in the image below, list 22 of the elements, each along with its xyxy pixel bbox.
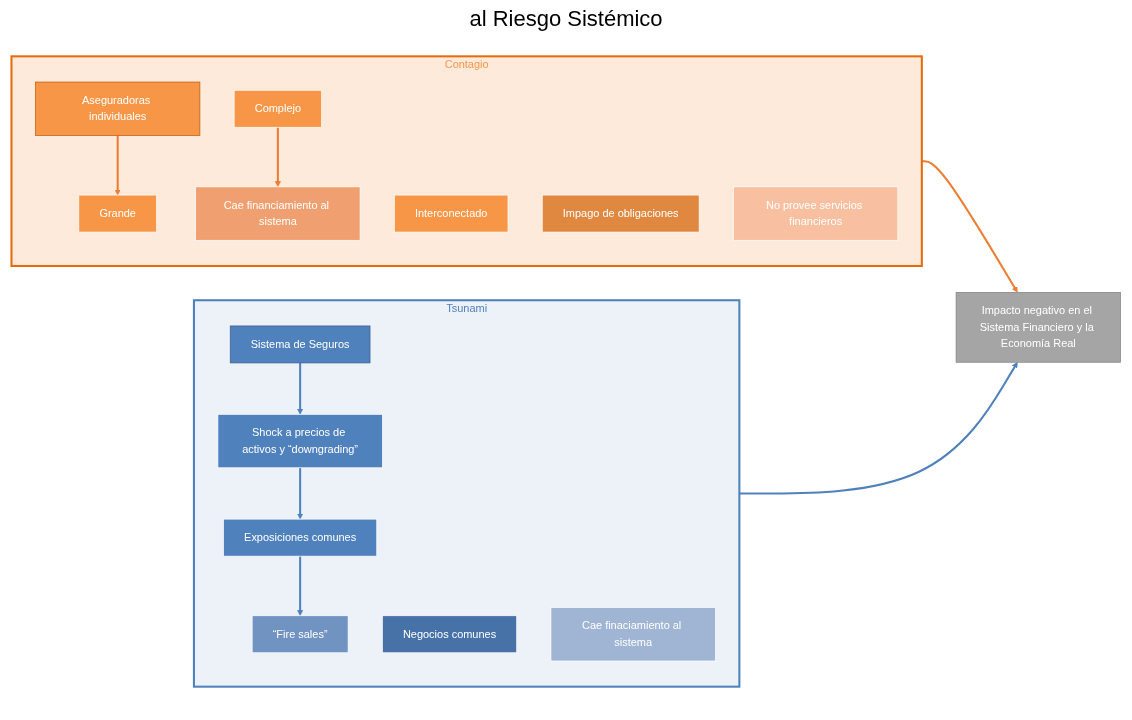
node-box: No provee servicios financieros [733, 186, 899, 241]
node-box: Cae finaciamiento al sistema [550, 607, 716, 662]
node-box: Grande [78, 194, 157, 233]
node-box: Impacto negativo en el Sistema Financiero y la Economía Real [955, 292, 1121, 363]
arrow [274, 127, 281, 188]
node-box: Exposiciones comunes [223, 518, 378, 557]
arrow [297, 556, 304, 617]
node-box: Interconectado [394, 194, 509, 233]
node-box: Complejo [233, 89, 322, 128]
node-box: Sistema de Seguros [229, 325, 371, 364]
arrow [739, 362, 1018, 495]
node-box: Shock a precios de activos y “downgrading” [217, 413, 383, 469]
diagram-title: al Riesgo Sistémico [468, 6, 664, 32]
arrow [921, 160, 1018, 293]
node-box: Aseguradoras individuales [35, 81, 201, 136]
node-box: Negocios comunes [382, 615, 518, 654]
node-box: Impago de obligaciones [541, 194, 700, 233]
node-box: “Fire sales” [251, 615, 349, 654]
node-box: Cae financiamiento al sistema [195, 186, 361, 241]
arrow [297, 362, 304, 415]
arrow [114, 135, 121, 196]
arrow [297, 467, 304, 520]
